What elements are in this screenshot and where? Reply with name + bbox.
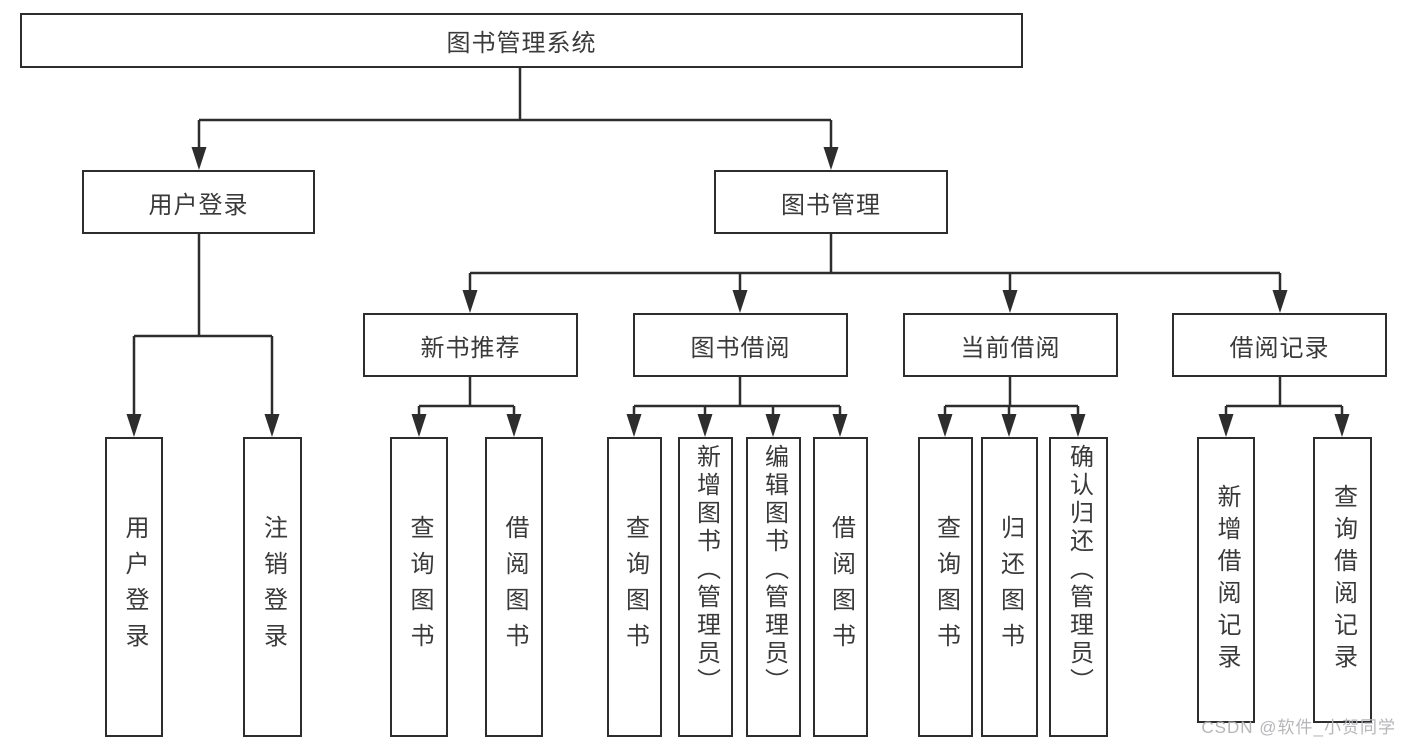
node-label: 借阅记录	[1229, 334, 1330, 362]
node-current-borrow: 当前借阅	[903, 313, 1118, 377]
node-label: 图书借阅	[690, 334, 791, 362]
leaf-recommend-borrow-books: 借阅图书	[485, 437, 543, 737]
node-label: 图书管理	[781, 191, 881, 219]
leaf-current-query-books: 查询图书	[918, 437, 973, 737]
watermark: CSDN @软件_小贺同学	[1201, 718, 1396, 737]
node-new-book-recommend: 新书推荐	[363, 313, 578, 377]
leaf-label: 归还图书	[996, 515, 1024, 659]
leaf-label: 确认归还（管理员）	[1065, 444, 1093, 696]
node-label: 用户登录	[148, 191, 249, 219]
node-book-management: 图书管理	[714, 170, 948, 234]
node-label: 当前借阅	[960, 334, 1061, 362]
leaf-label: 查询图书	[406, 515, 433, 659]
leaf-edit-book-admin: 编辑图书（管理员）	[746, 437, 801, 737]
leaf-add-borrow-record: 新增借阅记录	[1197, 437, 1255, 723]
leaf-confirm-return-admin: 确认归还（管理员）	[1049, 437, 1108, 737]
leaf-label: 查询图书	[932, 515, 960, 659]
leaf-return-book: 归还图书	[981, 437, 1038, 737]
leaf-user-login: 用户登录	[105, 437, 163, 737]
leaf-query-borrow-record: 查询借阅记录	[1313, 437, 1372, 723]
leaf-label: 注销登录	[259, 515, 287, 659]
leaf-label: 借阅图书	[827, 515, 855, 659]
leaf-borrow-books: 借阅图书	[813, 437, 868, 737]
leaf-label: 查询借阅记录	[1329, 484, 1357, 676]
leaf-borrow-query-books: 查询图书	[607, 437, 662, 737]
node-system-root: 图书管理系统	[20, 13, 1023, 68]
leaf-recommend-query-books: 查询图书	[390, 437, 448, 737]
leaf-label: 新增图书（管理员）	[692, 444, 720, 696]
leaf-label: 用户登录	[121, 515, 148, 659]
leaf-label: 编辑图书（管理员）	[760, 444, 788, 696]
leaf-add-book-admin: 新增图书（管理员）	[678, 437, 733, 737]
leaf-label: 新增借阅记录	[1213, 484, 1240, 676]
node-book-borrow: 图书借阅	[633, 313, 848, 377]
leaf-logout: 注销登录	[243, 437, 302, 737]
leaf-label: 借阅图书	[501, 515, 528, 659]
node-user-login: 用户登录	[82, 170, 315, 234]
node-label: 新书推荐	[420, 334, 521, 362]
leaf-label: 查询图书	[621, 515, 649, 659]
node-borrow-records: 借阅记录	[1172, 313, 1387, 377]
node-label: 图书管理系统	[446, 30, 597, 57]
